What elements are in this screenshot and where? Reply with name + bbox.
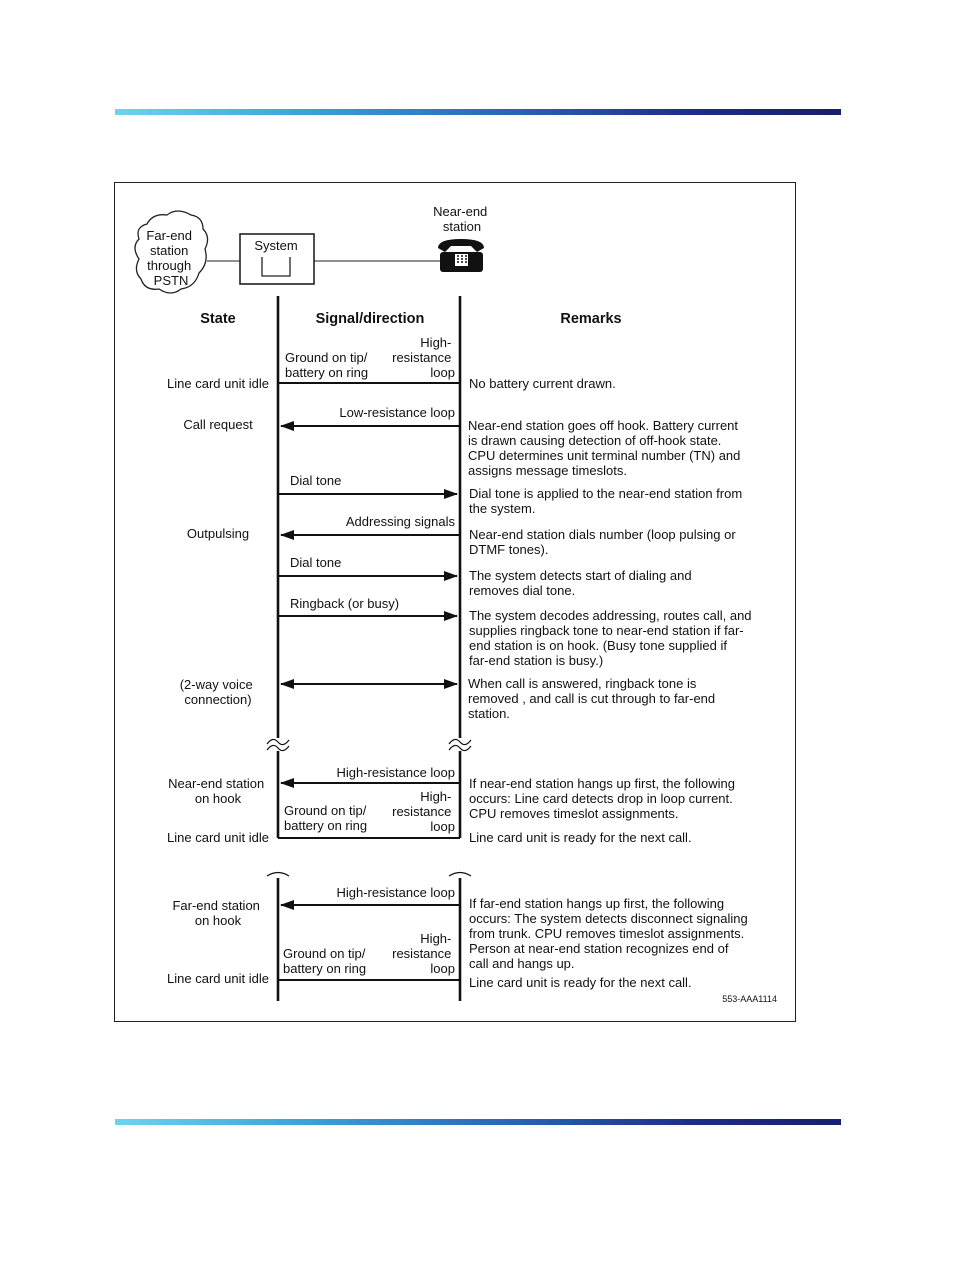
signal-hr-loop-3: High-resistance loop <box>336 885 455 900</box>
signal-hr-3: High- resistance loop <box>392 931 455 976</box>
signal-ground-3: Ground on tip/ battery on ring <box>283 946 369 976</box>
remark-11: Line card unit is ready for the next cal… <box>469 975 692 990</box>
state-voice: (2-way voice connection) <box>180 677 257 707</box>
figure-id: 553-AAA1114 <box>722 994 777 1004</box>
remark-5: The system detects start of dialing and … <box>469 568 695 598</box>
signal-hr-1: High- resistance loop <box>392 335 455 380</box>
remark-6: The system decodes addressing, routes ca… <box>469 608 755 668</box>
state-call-request: Call request <box>183 417 253 432</box>
signal-arrows <box>278 382 460 981</box>
footer-rule <box>115 1119 841 1125</box>
state-idle-3: Line card unit idle <box>167 971 269 986</box>
signal-hr-loop-2: High-resistance loop <box>336 765 455 780</box>
header-signal: Signal/direction <box>316 311 425 327</box>
signal-hr-2: High- resistance loop <box>392 789 455 834</box>
remark-10: If far-end station hangs up first, the f… <box>469 896 751 971</box>
pstn-cloud <box>134 210 209 294</box>
remark-3: Dial tone is applied to the near-end sta… <box>469 486 746 516</box>
remark-1: No battery current drawn. <box>469 376 616 391</box>
system-box <box>239 233 315 285</box>
signal-ground-1: Ground on tip/ battery on ring <box>285 350 371 380</box>
far-end-label: Far-end station through PSTN <box>146 228 195 288</box>
telephone-icon <box>438 239 484 272</box>
state-near-on-hook: Near-end station on hook <box>168 776 268 806</box>
signal-ground-2: Ground on tip/ battery on ring <box>284 803 370 833</box>
remark-4: Near-end station dials number (loop puls… <box>469 527 739 557</box>
state-outpulsing: Outpulsing <box>187 526 249 541</box>
header-rule <box>115 109 841 115</box>
state-idle-1: Line card unit idle <box>167 376 269 391</box>
state-idle-2: Line card unit idle <box>167 830 269 845</box>
signal-low-resistance: Low-resistance loop <box>339 405 455 420</box>
break-marks <box>266 738 472 877</box>
header-remarks: Remarks <box>560 311 621 327</box>
signal-dial-tone-2: Dial tone <box>290 555 341 570</box>
system-label: System <box>254 238 297 253</box>
figure-frame: Far-end station through PSTN System Near… <box>114 182 796 1022</box>
remark-9: Line card unit is ready for the next cal… <box>469 830 692 845</box>
near-end-label: Near-end station <box>433 204 491 234</box>
remark-2: Near-end station goes off hook. Battery … <box>468 418 744 478</box>
remark-8: If near-end station hangs up first, the … <box>469 776 739 821</box>
state-far-on-hook: Far-end station on hook <box>172 898 263 928</box>
signaling-diagram: Far-end station through PSTN System Near… <box>134 204 777 1004</box>
header-state: State <box>200 311 235 327</box>
signal-addressing: Addressing signals <box>346 514 456 529</box>
signal-ringback: Ringback (or busy) <box>290 596 399 611</box>
signal-dial-tone-1: Dial tone <box>290 473 341 488</box>
remark-7: When call is answered, ringback tone is … <box>468 676 719 721</box>
